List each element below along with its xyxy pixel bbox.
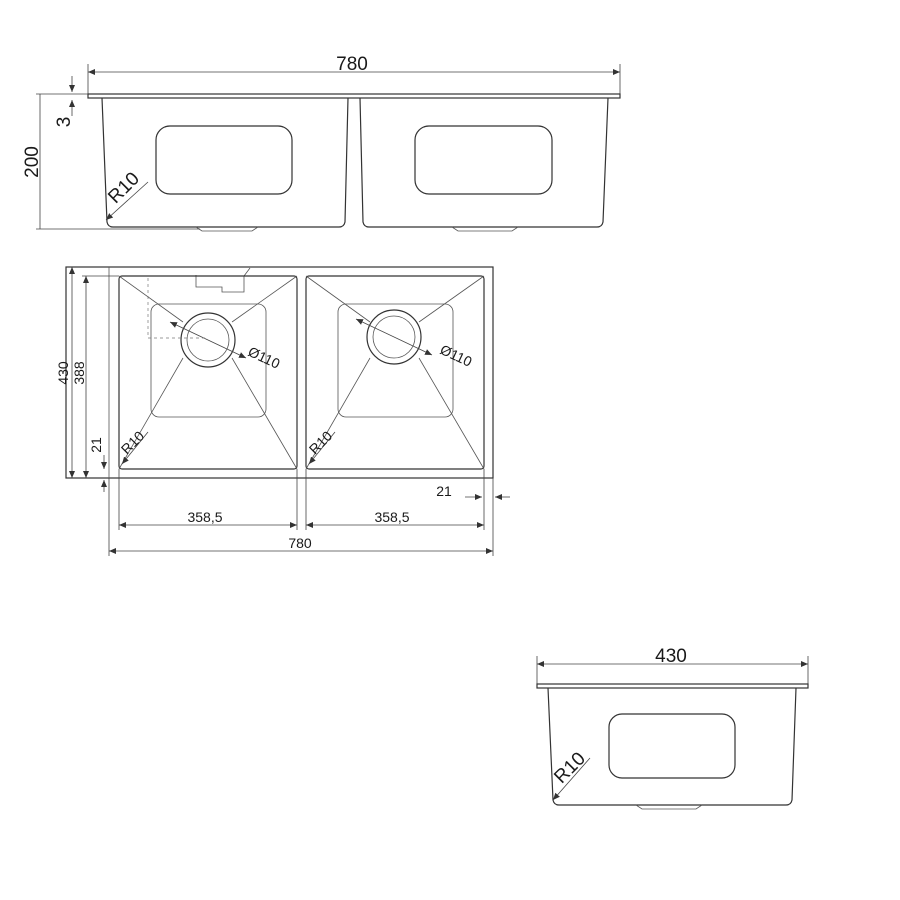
side-radius-label: R10: [550, 748, 589, 787]
top-left-hidden-line: [147, 278, 208, 339]
top-right-slope-bl: [305, 357, 371, 470]
top-left-radius-leader: [121, 431, 149, 465]
top-inner-depth-label: 388: [71, 361, 87, 385]
side-drain: [635, 804, 703, 810]
top-left-bowl-inner: [150, 303, 267, 418]
top-view: Ø110 R10 Ø110 R10 430 388 21 21: [55, 266, 510, 556]
side-bowl: [547, 687, 797, 806]
front-radius-label: R10: [104, 168, 143, 207]
side-width-label: 430: [655, 646, 687, 667]
top-left-bowl-outer: [118, 275, 298, 470]
top-left-slope-tr: [231, 275, 298, 323]
front-left-bowl: [101, 97, 349, 228]
top-left-drain-label: Ø110: [246, 343, 283, 372]
top-left-radius-label: R10: [118, 428, 148, 458]
top-right-radius-label: R10: [306, 428, 336, 458]
front-right-bowl-window: [414, 125, 553, 195]
front-radius-leader: [105, 181, 149, 221]
top-left-slope-bl: [118, 357, 184, 470]
side-flange: [536, 683, 809, 689]
top-right-radius-leader: [308, 431, 336, 465]
front-height-label: 200: [22, 146, 43, 178]
top-offset-left-label: 21: [88, 437, 104, 453]
top-right-slope-tr: [418, 275, 485, 323]
top-right-bowl-outer: [305, 275, 485, 470]
top-left-slope-tl: [118, 275, 184, 323]
side-bowl-window: [608, 713, 736, 779]
top-total-width-label: 780: [288, 535, 312, 551]
top-right-drain-label: Ø110: [438, 341, 475, 370]
front-flange: [87, 93, 621, 99]
side-radius-leader: [552, 757, 591, 801]
front-view: 780 200 3 R10: [22, 54, 621, 232]
top-left-drain-dimension: [169, 321, 247, 359]
top-right-bowl-width-label: 358,5: [374, 509, 409, 525]
top-outer-depth-label: 430: [55, 361, 71, 385]
top-offset-right-label: 21: [436, 483, 452, 499]
top-right-bowl-inner: [337, 303, 454, 418]
front-flange-label: 3: [54, 117, 75, 128]
top-right-drain-dimension: [355, 318, 433, 356]
top-overflow: [195, 267, 251, 293]
top-outer-frame: [65, 266, 494, 479]
side-view: 430 R10: [536, 646, 809, 810]
front-left-bowl-window: [155, 125, 293, 195]
front-right-drain: [451, 226, 519, 232]
top-left-slope-br: [231, 357, 298, 470]
front-width-label: 780: [336, 54, 368, 75]
top-right-slope-br: [418, 357, 485, 470]
front-right-bowl: [359, 97, 609, 228]
top-right-slope-tl: [305, 275, 371, 323]
top-left-bowl-width-label: 358,5: [187, 509, 222, 525]
